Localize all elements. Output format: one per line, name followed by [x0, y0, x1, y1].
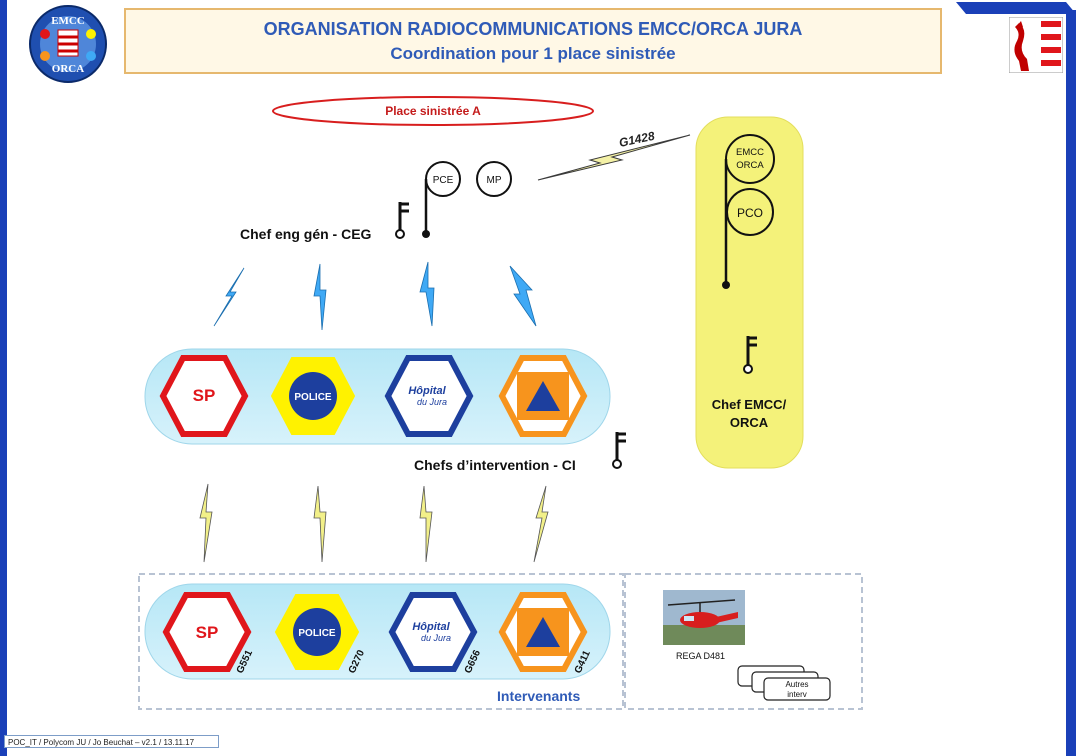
pco-node: PCO — [726, 188, 774, 236]
hopital-unit-icon: Hôpital du Jura — [384, 355, 474, 437]
g1428-link: G1428 — [537, 129, 691, 181]
protection-civile-unit-icon — [498, 355, 588, 437]
radio-key-icon — [743, 336, 757, 374]
police-label: POLICE — [294, 392, 332, 403]
intervenants-panel — [144, 583, 611, 680]
chef-emcc-label-line2: ORCA — [730, 415, 769, 430]
lightning-bolt-icon — [419, 261, 435, 327]
hopital-label: Hôpital — [408, 385, 446, 397]
intervenants-label: Intervenants — [497, 688, 580, 704]
hopital-sub-label: du Jura — [421, 633, 451, 643]
sp-unit-icon: SP — [159, 355, 249, 437]
hopital-unit-icon: Hôpital du Jura — [388, 592, 478, 672]
pco-label: PCO — [737, 206, 763, 220]
page-subtitle: Coordination pour 1 place sinistrée — [390, 44, 676, 63]
emcc-orca-panel — [695, 116, 804, 469]
pce-node: PCE — [422, 161, 461, 238]
jura-flag-icon — [1009, 17, 1063, 73]
autres-interv-stack: Autres interv — [737, 665, 831, 701]
hopital-label: Hôpital — [412, 621, 450, 633]
other-units-box — [624, 573, 863, 710]
right-border-stripe — [1066, 10, 1076, 756]
protection-civile-unit-icon — [498, 592, 588, 672]
lightning-bolt-icon — [313, 263, 327, 331]
emcc-orca-logo-icon: EMCC ORCA — [29, 5, 107, 83]
lightning-bolt-icon — [419, 485, 433, 563]
mp-label: MP — [487, 175, 502, 186]
g1428-label: G1428 — [618, 129, 656, 150]
intervenants-box — [138, 573, 624, 710]
footer-credit: POC_IT / Polycom JU / Jo Beuchat – v2.1 … — [4, 735, 219, 748]
ci-label: Chefs d’intervention - CI — [414, 457, 576, 473]
autres-label-line2: interv — [787, 690, 807, 699]
lightning-bolt-icon — [213, 267, 245, 327]
lightning-bolt-icon — [533, 485, 549, 563]
autres-label-line1: Autres — [785, 680, 808, 689]
radio-key-icon — [395, 202, 409, 239]
lightning-bolt-icon — [509, 265, 537, 327]
left-border-stripe — [0, 0, 7, 756]
title-box: ORGANISATION RADIOCOMMUNICATIONS EMCC/OR… — [124, 8, 942, 74]
ceg-label: Chef eng gén - CEG — [240, 226, 372, 242]
radio-key-icon — [612, 432, 626, 469]
place-sinistree-badge: Place sinistrée A — [272, 96, 594, 126]
rega-label: REGA D481 — [676, 651, 725, 661]
mp-node: MP — [476, 161, 512, 197]
page-title: ORGANISATION RADIOCOMMUNICATIONS EMCC/OR… — [263, 19, 803, 39]
pce-label: PCE — [433, 175, 454, 186]
police-label: POLICE — [298, 628, 336, 639]
sp-label: SP — [196, 623, 219, 642]
emcc-antenna-dot — [722, 281, 730, 289]
emcc-orca-node: EMCC ORCA — [725, 134, 775, 184]
sp-unit-icon: SP — [162, 592, 252, 672]
hopital-sub-label: du Jura — [417, 397, 447, 407]
place-sinistree-label: Place sinistrée A — [385, 104, 481, 118]
helicopter-icon — [663, 590, 745, 645]
logo-top-text: EMCC — [51, 15, 85, 27]
emcc-label-line2: ORCA — [736, 160, 764, 171]
emcc-label-line1: EMCC — [736, 147, 764, 158]
top-right-corner-decoration — [956, 2, 1076, 14]
lightning-bolt-icon — [199, 483, 213, 563]
sp-label: SP — [193, 386, 216, 405]
police-unit-icon: POLICE — [270, 357, 356, 435]
police-unit-icon: POLICE — [274, 594, 360, 670]
lightning-bolt-icon — [313, 485, 327, 563]
chef-emcc-label-line1: Chef EMCC/ — [712, 397, 787, 412]
ci-units-panel — [144, 348, 611, 445]
logo-bottom-text: ORCA — [52, 63, 84, 75]
